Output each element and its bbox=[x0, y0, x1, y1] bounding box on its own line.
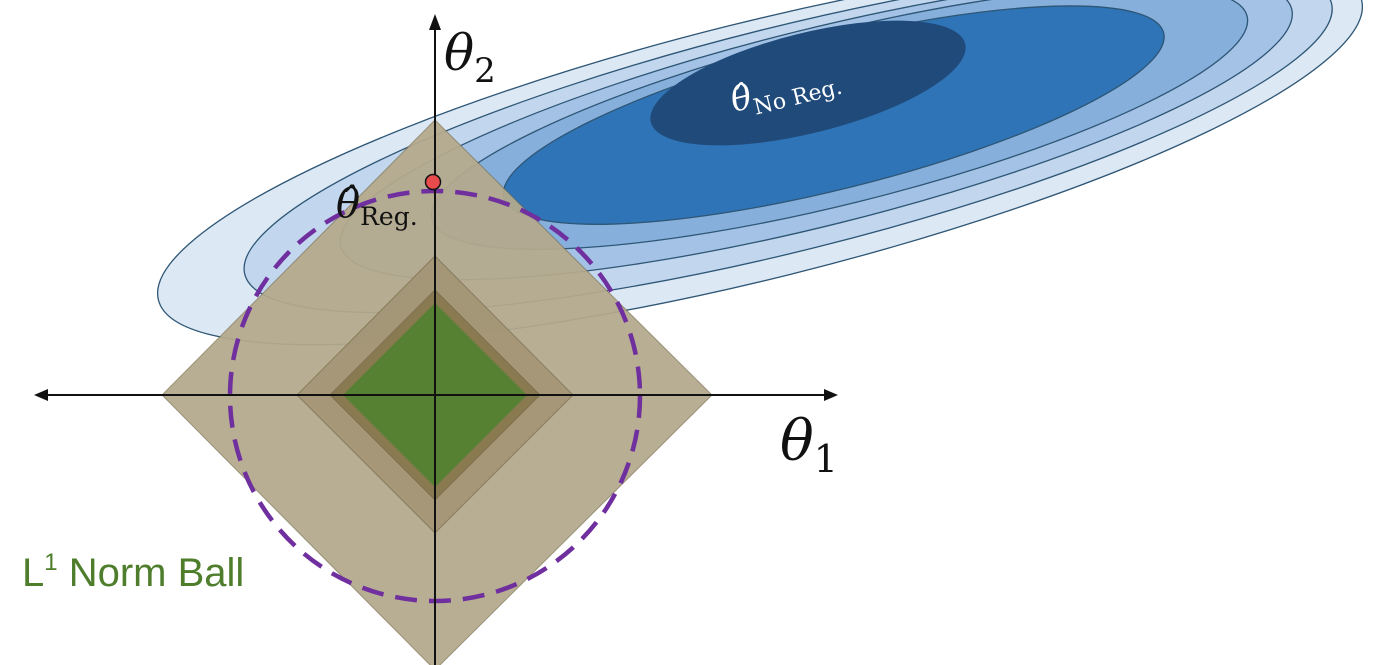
regularized-estimate-point bbox=[424, 173, 442, 191]
y-axis-arrow-up bbox=[429, 14, 441, 30]
y-axis-label: θ2 bbox=[444, 24, 496, 91]
coordinate-axes bbox=[44, 28, 828, 665]
norm-ball-label: L1 Norm Ball bbox=[22, 549, 244, 595]
regularized-estimate-label: θ̂Reg. bbox=[336, 181, 418, 231]
x-axis-arrow-left bbox=[34, 389, 48, 401]
x-axis-arrow-right bbox=[824, 389, 838, 401]
x-axis-label: θ1 bbox=[780, 409, 838, 481]
loss-minimum-region bbox=[650, 20, 966, 146]
